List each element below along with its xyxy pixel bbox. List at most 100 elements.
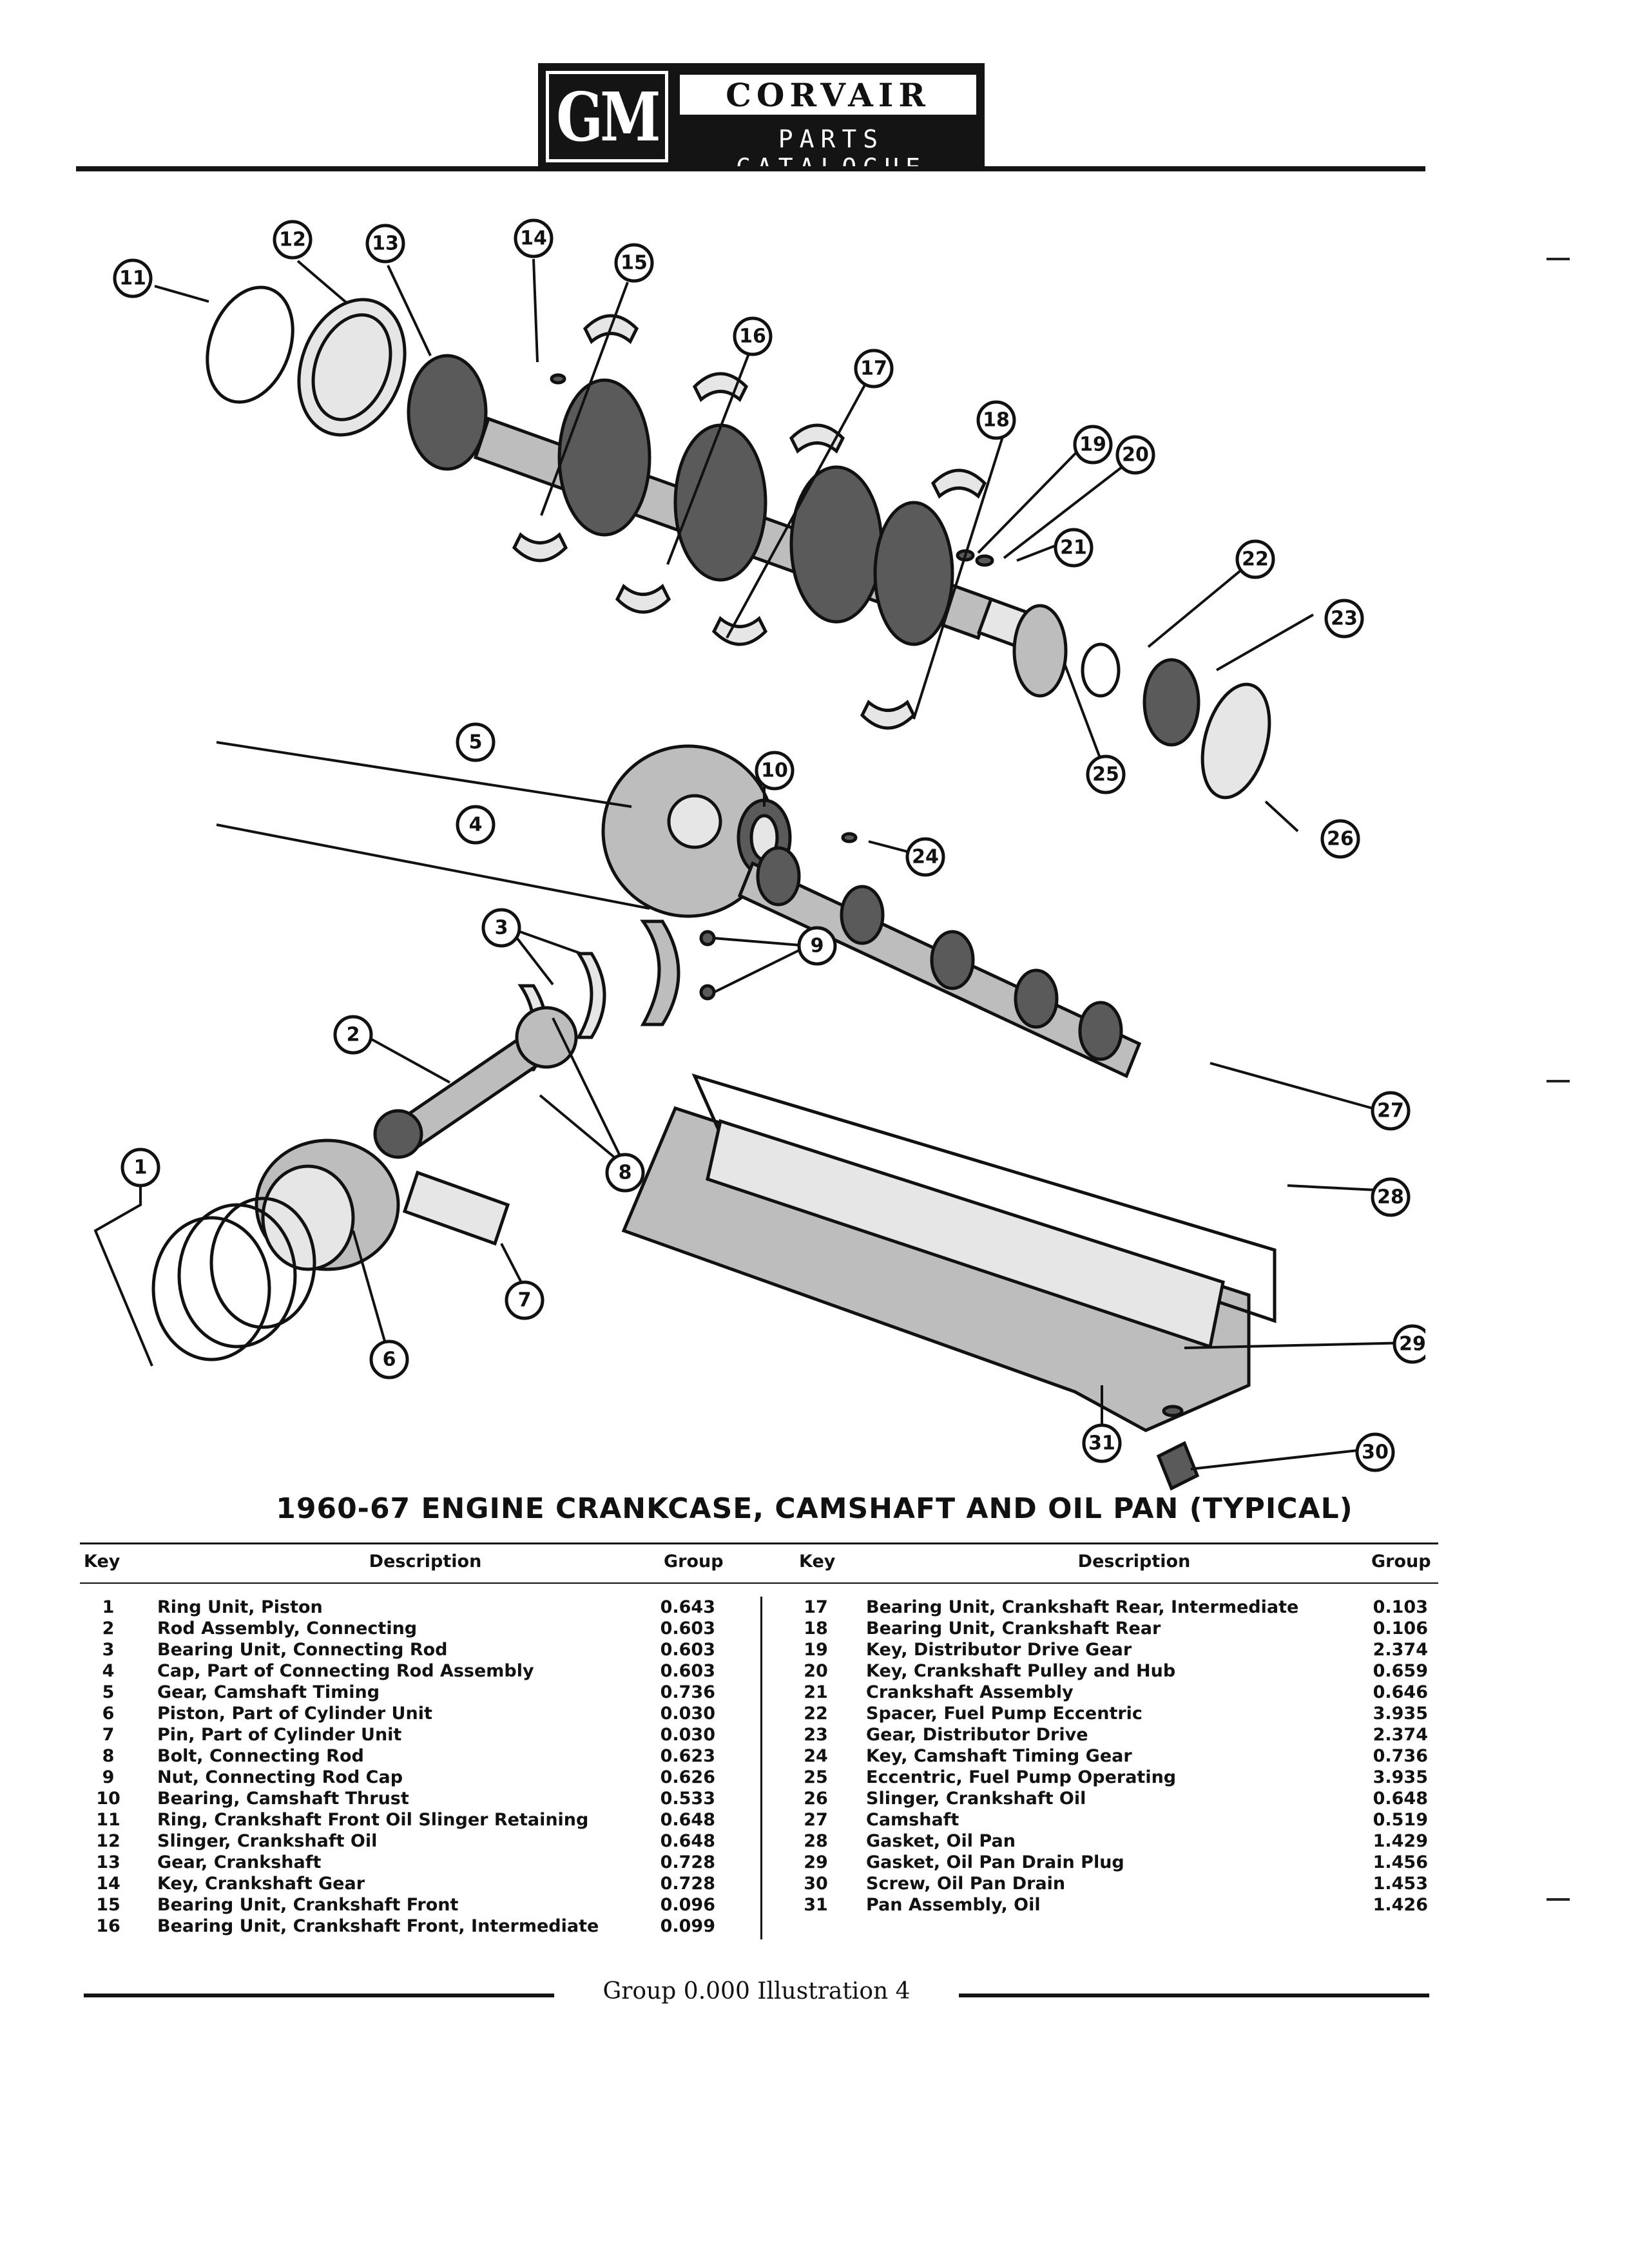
svg-text:17: 17 [860,358,887,380]
callout-20: 20 [1115,435,1155,475]
svg-text:4: 4 [469,814,483,836]
margin-mark [1547,1898,1570,1901]
svg-text:7: 7 [518,1289,532,1312]
header-key-right: Key [799,1552,836,1571]
svg-text:16: 16 [739,325,766,348]
logo-text: GM [556,77,660,157]
footer-caption: Group 0.000 Illustration 4 [602,1978,911,2004]
callout-13: 13 [365,224,405,264]
catalogue-header: GM CORVAIR PARTS CATALOGUE [538,63,985,182]
header-group-right: Group [1371,1552,1431,1571]
callout-8: 8 [605,1153,645,1193]
key-drawing [550,373,566,385]
catalogue-subtitle: PARTS CATALOGUE [736,125,920,182]
drain-gasket-drawing [1162,1405,1184,1418]
callout-15: 15 [614,243,654,283]
svg-text:9: 9 [811,935,824,957]
spacer-drawing [1081,642,1121,698]
svg-text:31: 31 [1088,1432,1115,1455]
rod-cap-drawing [640,919,680,1026]
svg-text:1: 1 [134,1157,148,1179]
svg-text:28: 28 [1377,1186,1404,1209]
brand-label-box: CORVAIR [680,75,976,115]
callout-5: 5 [456,722,496,762]
piston-ring-drawing [151,1216,271,1361]
exploded-parts-diagram: 1 2 3 4 5 6 7 8 9 10 11 12 13 14 15 16 1… [76,187,1425,1501]
rod-bearing-drawing [575,952,606,1039]
callout-25: 25 [1086,754,1126,794]
callout-14: 14 [514,218,554,258]
table-top-rule [80,1542,1438,1544]
callout-6: 6 [369,1340,409,1379]
bearing-drawing [711,616,768,646]
svg-text:10: 10 [761,760,788,782]
callout-24: 24 [905,837,945,877]
callout-7: 7 [505,1280,545,1320]
callout-29: 29 [1393,1324,1425,1364]
callout-23: 23 [1324,599,1364,639]
crank-slinger-drawing [1200,682,1271,800]
svg-text:25: 25 [1092,764,1119,786]
svg-text:18: 18 [983,409,1010,432]
header-key-left: Key [84,1552,120,1571]
svg-text:30: 30 [1362,1441,1389,1464]
nut-drawing [699,984,716,1001]
bearing-drawing [615,584,671,614]
footer-rule-left [84,1994,554,1997]
callout-17: 17 [854,349,894,389]
oil-pan-gasket-drawing [691,1073,1277,1323]
callout-1: 1 [120,1148,160,1187]
svg-text:2: 2 [347,1024,360,1046]
callout-3: 3 [481,908,521,948]
footer-rule-right [959,1994,1429,1997]
callout-11: 11 [113,258,153,298]
callout-27: 27 [1371,1091,1411,1131]
svg-text:12: 12 [279,229,306,251]
callout-26: 26 [1320,819,1360,859]
svg-text:15: 15 [621,252,648,274]
callout-21: 21 [1054,528,1094,568]
piston-pin-drawing [402,1170,510,1246]
svg-text:14: 14 [520,227,547,250]
callout-4: 4 [456,805,496,845]
drain-screw-drawing [1156,1441,1200,1491]
bearing-drawing [860,700,916,730]
bearing-drawing [930,468,987,499]
crankshaft-gear-drawing [407,354,488,471]
bearing-drawing [512,532,568,562]
crankshaft-drawing [473,378,1060,659]
header-description-right: Description [1077,1552,1191,1571]
diagram-svg: 1 2 3 4 5 6 7 8 9 10 11 12 13 14 15 16 1… [93,218,1425,1491]
page-footer: Group 0.000 Illustration 4 [0,1978,1629,2010]
callout-22: 22 [1235,539,1275,579]
eccentric-drawing [1012,604,1068,698]
retaining-ring-drawing [206,285,294,404]
svg-text:13: 13 [372,233,399,255]
table-header-rule [80,1582,1438,1584]
callout-18: 18 [976,400,1016,440]
svg-text:20: 20 [1122,444,1149,466]
svg-text:22: 22 [1242,548,1269,571]
brand-name: CORVAIR [726,75,930,114]
callout-9: 9 [797,926,837,966]
svg-text:29: 29 [1399,1333,1425,1356]
margin-mark [1547,1080,1570,1082]
callout-10: 10 [755,751,795,791]
table-column-divider [760,1597,762,1939]
callout-16: 16 [733,316,773,356]
svg-text:11: 11 [119,267,146,290]
svg-text:19: 19 [1079,434,1106,456]
key-drawing [975,554,994,567]
svg-text:24: 24 [912,846,939,869]
header-description-left: Description [369,1552,482,1571]
callout-28: 28 [1371,1177,1411,1217]
svg-text:5: 5 [469,731,483,754]
callout-30: 30 [1355,1432,1395,1472]
svg-text:8: 8 [619,1162,632,1184]
header-rule [76,166,1425,171]
gm-logo: GM [546,71,668,162]
svg-text:21: 21 [1060,537,1087,559]
header-group-left: Group [664,1552,724,1571]
svg-text:27: 27 [1377,1100,1404,1122]
bearing-drawing [789,423,845,454]
